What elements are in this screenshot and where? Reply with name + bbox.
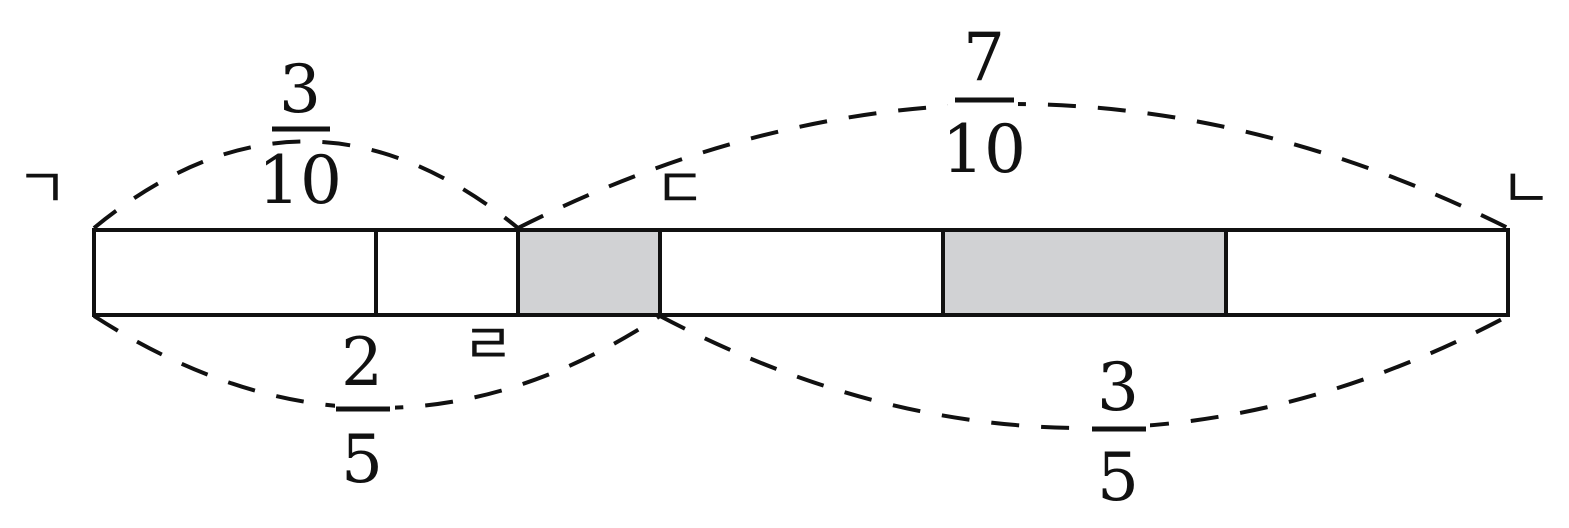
fraction-top-left-numerator: 3 bbox=[279, 51, 321, 128]
point-label-n: ㄴ bbox=[1500, 157, 1552, 222]
bar-segment-2 bbox=[374, 228, 520, 317]
fraction-top-right-numerator: 7 bbox=[963, 19, 1005, 96]
fraction-top-left-denominator: 10 bbox=[258, 142, 342, 219]
fraction-bottom-right: 3 5 bbox=[1090, 349, 1150, 516]
bar-segment-6 bbox=[1224, 228, 1510, 317]
fraction-bottom-left-numerator: 2 bbox=[341, 324, 383, 401]
point-label-g: ㄱ bbox=[16, 157, 68, 222]
bar-segment-5-shaded bbox=[941, 228, 1228, 317]
fraction-bar bbox=[92, 228, 1510, 317]
fraction-bottom-right-numerator: 3 bbox=[1097, 349, 1139, 426]
fraction-bottom-right-denominator: 5 bbox=[1097, 439, 1139, 516]
bar-segment-3-shaded bbox=[516, 228, 662, 317]
arc-top-left bbox=[92, 139, 520, 230]
point-label-d: ㄷ bbox=[654, 157, 706, 222]
fraction-bottom-left: 2 5 bbox=[335, 324, 395, 498]
bar-segment-1 bbox=[92, 228, 378, 317]
fraction-top-left: 3 10 bbox=[258, 51, 342, 219]
point-label-r: ㄹ bbox=[462, 313, 514, 378]
fraction-top-right: 7 10 bbox=[942, 19, 1026, 188]
fraction-bottom-left-denominator: 5 bbox=[341, 421, 383, 498]
arc-bottom-right bbox=[659, 314, 1509, 430]
bar-segment-4 bbox=[658, 228, 945, 317]
fraction-top-right-denominator: 10 bbox=[942, 111, 1026, 188]
